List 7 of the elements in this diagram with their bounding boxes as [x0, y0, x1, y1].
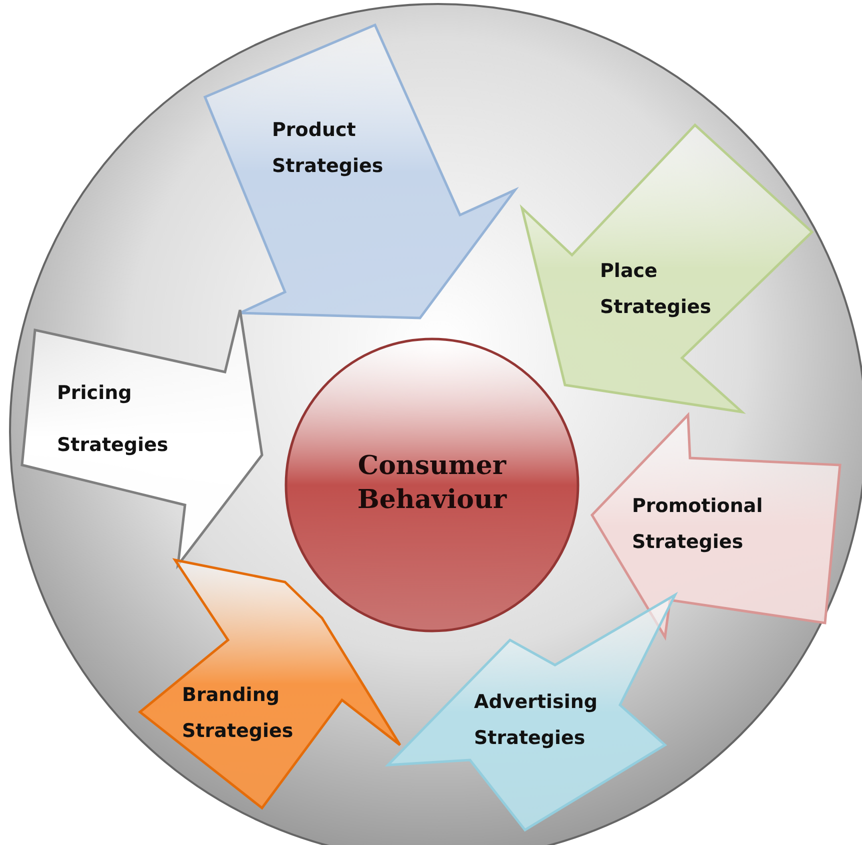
- label: Pricing Strategies: [57, 381, 170, 458]
- label: Place Strategies: [600, 259, 712, 320]
- label: Branding Strategies: [182, 683, 294, 744]
- label: Promotional Strategies: [632, 494, 764, 555]
- label: Product Strategies: [272, 118, 384, 179]
- label: Consumer Behaviour: [356, 450, 508, 517]
- label: Advertising Strategies: [474, 690, 598, 751]
